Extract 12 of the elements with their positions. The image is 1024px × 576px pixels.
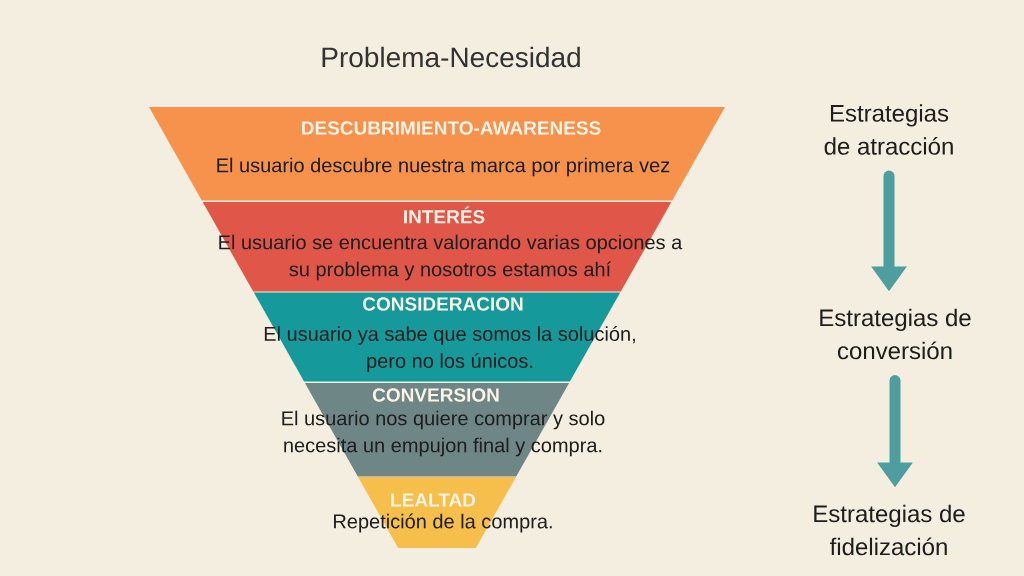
band-heading: CONVERSION bbox=[372, 388, 499, 402]
band-heading: DESCUBRIMIENTO-AWARENESS bbox=[302, 121, 601, 135]
band-text: El usuario descubre nuestra marca por primera vez bbox=[217, 157, 670, 177]
strategy-label: Estrategias de conversión bbox=[820, 308, 971, 360]
band-heading: CONSIDERACION bbox=[363, 297, 523, 311]
strategy-label: Estrategias de atracción bbox=[824, 104, 953, 155]
title: Problema-Necesidad bbox=[322, 46, 580, 68]
strategy-label: Estrategias de fidelización bbox=[814, 504, 965, 556]
funnel-band bbox=[149, 107, 725, 201]
band-heading: INTERÉS bbox=[404, 206, 485, 224]
funnel-band bbox=[282, 383, 605, 477]
band-heading: LEALTAD bbox=[391, 493, 476, 507]
